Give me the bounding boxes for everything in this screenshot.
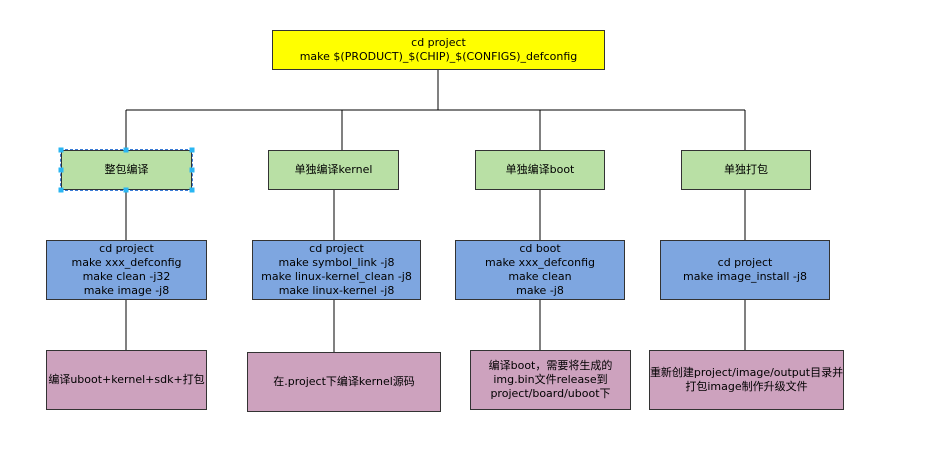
command-line: cd project [99,242,154,255]
command-line: make symbol_link -j8 [278,256,395,269]
command-line: cd project [717,256,773,269]
selection-handle[interactable] [58,187,64,193]
commands-node-boot[interactable]: cd boot make xxx_defconfig make clean ma… [455,240,625,300]
command-line: make xxx_defconfig [484,256,595,269]
selection-handle[interactable] [189,167,195,173]
selection-handle[interactable] [123,187,129,193]
note-line: project/board/uboot下 [490,387,611,400]
command-line: make image -j8 [83,284,170,297]
note-line: img.bin文件release到 [493,373,608,386]
title-label: 单独编译kernel [294,163,373,176]
command-line: make image_install -j8 [683,270,807,283]
title-node-kernel[interactable]: 单独编译kernel [268,150,399,190]
note-node-full-build[interactable]: 编译uboot+kernel+sdk+打包 [46,350,207,410]
command-line: make xxx_defconfig [71,256,182,269]
selection-handle[interactable] [58,147,64,153]
command-line: make clean -j32 [82,270,171,283]
command-line: make -j8 [516,284,564,297]
commands-node-full-build[interactable]: cd project make xxx_defconfig make clean… [46,240,207,300]
root-line: cd project [411,36,466,49]
note-node-boot[interactable]: 编译boot，需要将生成的 img.bin文件release到 project/… [470,350,631,410]
note-line: 在.project下编译kernel源码 [273,375,415,388]
command-line: make clean [508,270,572,283]
title-label: 单独编译boot [505,163,575,176]
note-line: 重新创建project/image/output目录并 [649,366,844,379]
note-line: 编译uboot+kernel+sdk+打包 [48,373,205,386]
title-label: 单独打包 [724,163,768,176]
note-line: 打包image制作升级文件 [685,380,808,393]
commands-node-kernel[interactable]: cd project make symbol_link -j8 make lin… [252,240,421,300]
root-node[interactable]: cd project make $(PRODUCT)_$(CHIP)_$(CON… [272,30,605,70]
selection-handle[interactable] [123,147,129,153]
note-node-kernel[interactable]: 在.project下编译kernel源码 [247,352,441,412]
note-node-package[interactable]: 重新创建project/image/output目录并 打包image制作升级文… [649,350,844,410]
selection-handle[interactable] [58,167,64,173]
command-line: make linux-kernel_clean -j8 [261,270,412,283]
selection-handle[interactable] [189,147,195,153]
commands-node-package[interactable]: cd project make image_install -j8 [660,240,830,300]
command-line: make linux-kernel -j8 [278,284,395,297]
title-node-boot[interactable]: 单独编译boot [475,150,605,190]
title-node-full-build[interactable]: 整包编译 [60,149,193,191]
command-line: cd boot [519,242,561,255]
title-label: 整包编译 [104,163,149,176]
title-node-package[interactable]: 单独打包 [681,150,811,190]
root-line: make $(PRODUCT)_$(CHIP)_$(CONFIGS)_defco… [299,50,578,63]
note-line: 编译boot，需要将生成的 [488,359,613,372]
command-line: cd project [309,242,364,255]
selection-handle[interactable] [189,187,195,193]
